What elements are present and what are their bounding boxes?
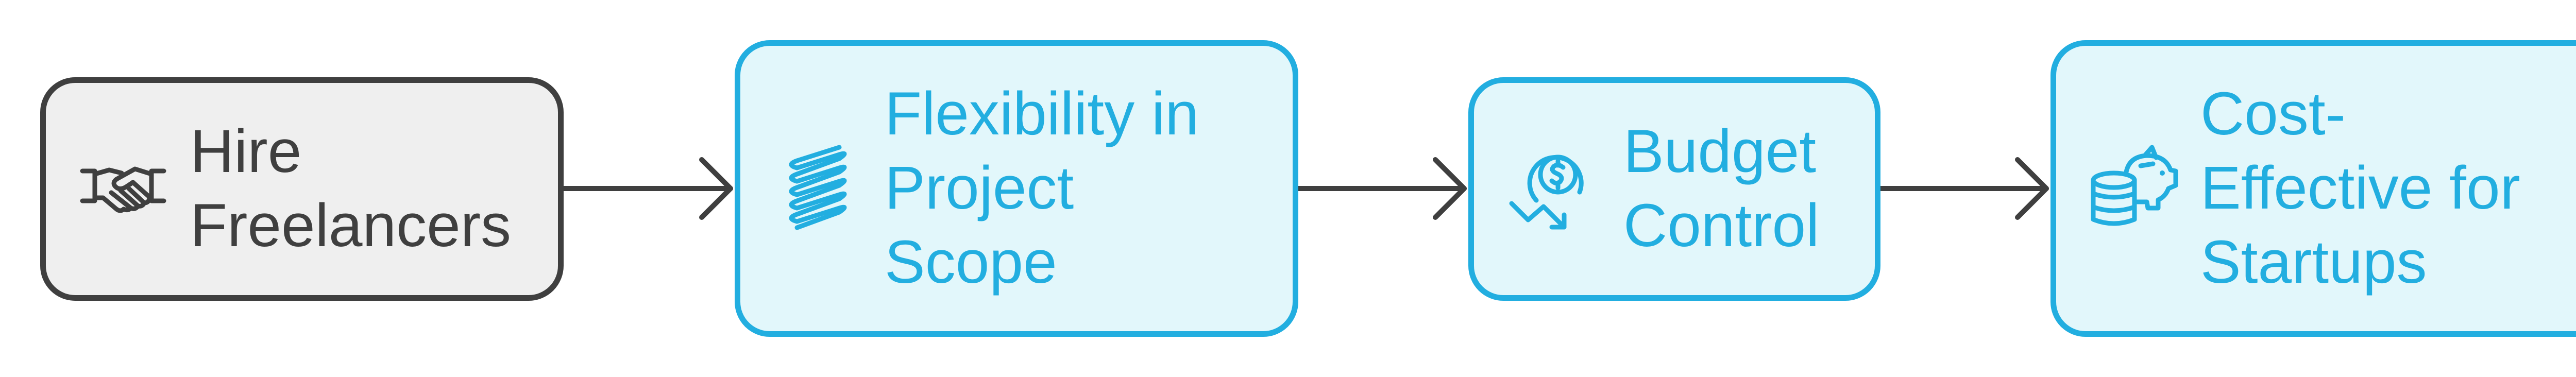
- arrow-hire-to-flexibility: [561, 157, 733, 220]
- piggy-bank-coins-icon: [2087, 142, 2180, 235]
- arrow-budget-to-cost-effective: [1878, 157, 2049, 220]
- node-budget-control: Budget Control: [1468, 77, 1880, 301]
- node-label: Flexibility in Project Scope: [885, 80, 1199, 296]
- dollar-trend-down-icon: [1505, 143, 1603, 235]
- arrow-flexibility-to-budget: [1296, 157, 1467, 220]
- spring-coil-icon: [771, 142, 864, 235]
- node-hire-freelancers: Hire Freelancers: [40, 77, 564, 301]
- node-flexibility-in-project-scope: Flexibility in Project Scope: [735, 40, 1298, 337]
- node-label: Cost- Effective for Startups: [2200, 80, 2520, 296]
- node-label: Budget Control: [1623, 117, 1820, 260]
- node-label: Hire Freelancers: [190, 117, 512, 260]
- handshake-icon: [77, 156, 170, 222]
- node-cost-effective-for-startups: Cost- Effective for Startups: [2050, 40, 2576, 337]
